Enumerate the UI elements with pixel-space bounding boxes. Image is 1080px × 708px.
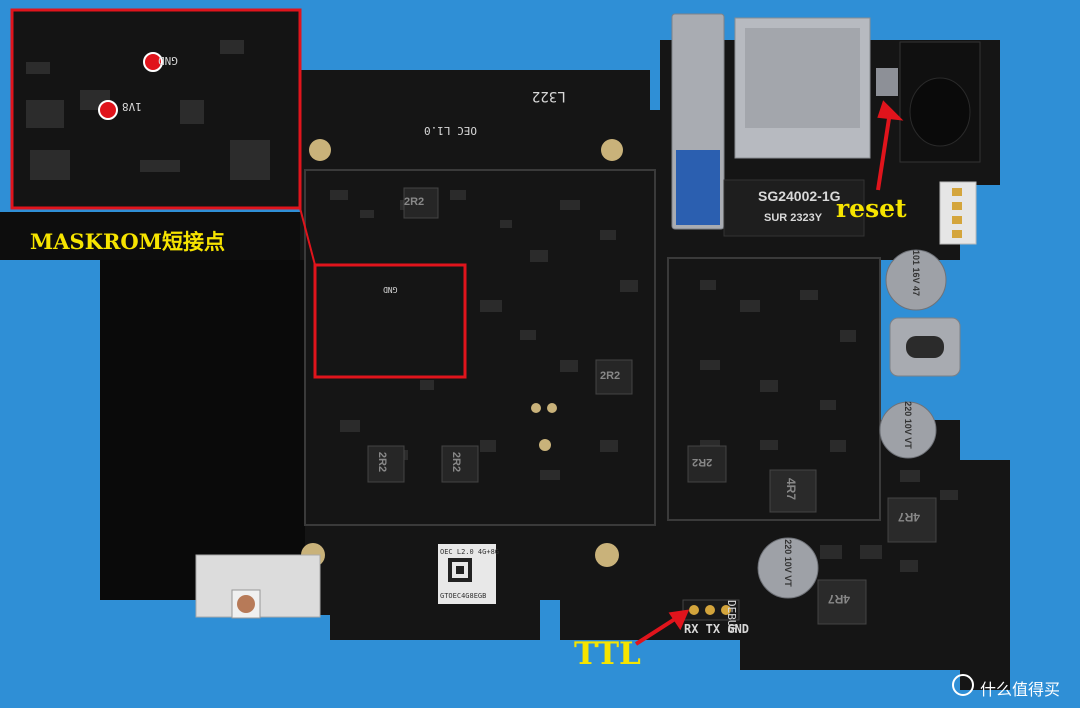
shield-outline-left [304,169,656,526]
maskrom-pin-gnd [143,52,163,72]
maskrom-pin-1v8 [98,100,118,120]
silk-debug: DEBUG [725,600,738,634]
silk-gnd-inset: GND [158,54,178,67]
inductor-label-g: 4R7 [898,510,921,524]
ic-label: SG24002-1G [758,188,841,204]
silk-gnd-board: GND [383,285,398,294]
capacitor-label-bottom: 220 10V VT [783,539,793,587]
sticker-id: GTOEC4G8EGB [440,592,487,600]
sticker-label: OEC L2.0 4G+8G [440,548,500,556]
rj45-front [745,28,860,128]
usb-a-tongue [676,150,720,225]
maskrom-highlight-box [313,263,467,379]
capacitor-mid [879,401,937,459]
lan-transformer-ic [723,179,865,237]
silk-debug-pins: RX TX GND [684,622,750,636]
inductor-label-c: 2R2 [376,451,389,473]
ic-sub-label: SUR 2323Y [764,212,823,224]
debug-header [682,599,740,621]
foam-strip [0,212,300,260]
callout-line [299,207,316,266]
silk-code: L322 [532,88,566,104]
silk-1v8-inset: 1V8 [122,100,142,113]
capacitor-label-mid: 220 10V VT [903,401,913,449]
silk-board-rev: OEC L1.0 [424,124,477,137]
capacitor-label-top: 101 16V 47 [911,249,921,297]
foam-block [100,260,305,600]
ttl-annotation: TTL [574,636,641,672]
inductor-label-b: 2R2 [600,370,621,382]
inductor-label-a: 2R2 [404,196,425,208]
inductor-label-f: 4R7 [784,477,799,501]
maskrom-annotation: MASKROM短接点 [30,229,225,254]
shield-outline-right [667,257,881,521]
inductor-label-d: 2R2 [450,451,463,473]
watermark-icon [952,674,974,696]
inset-frame [10,8,302,210]
reset-arrow [876,100,904,191]
reset-button [876,68,898,96]
reset-annotation: reset [836,194,907,223]
capacitor-bottom [757,537,819,599]
ttl-arrow [634,609,690,646]
watermark-text: 什么值得买 [980,680,1061,699]
capacitor-top [885,249,947,311]
inductor-label-h: 4R7 [828,592,851,606]
inductor-label-e: 2R2 [692,456,713,468]
inductor-group [367,187,937,625]
